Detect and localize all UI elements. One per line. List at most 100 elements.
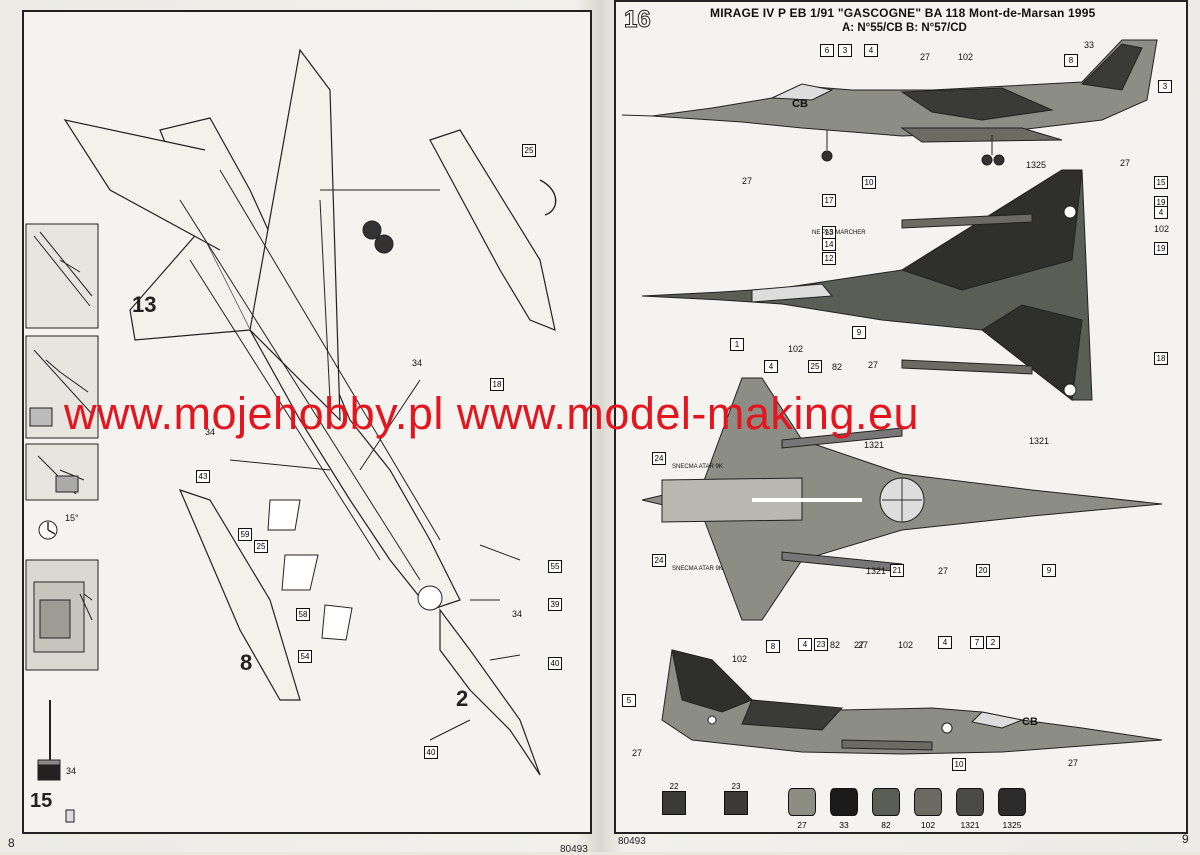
- side-bottom-callout-102b: 102: [898, 640, 914, 650]
- plan-top-callout-27: 27: [868, 360, 879, 370]
- left-page-drawing: [25, 48, 557, 823]
- right-page-number: 9: [1182, 832, 1189, 846]
- decal-icon-23: 23: [724, 782, 748, 815]
- step-number-16: 16: [624, 6, 652, 34]
- paint-can-swatch: [914, 788, 942, 816]
- side-top-callout-4: 4: [864, 44, 878, 57]
- decal-icon-22: 22: [662, 782, 686, 815]
- paint-pot-33: 33: [830, 788, 858, 830]
- paint-code-label: 33: [839, 820, 849, 830]
- plan-top-callout-12: 12: [822, 252, 836, 265]
- decal-23-swatch: [724, 791, 748, 815]
- plan-top-callout-1325: 1325: [1026, 160, 1047, 170]
- side-top-callout-8: 8: [1064, 54, 1078, 67]
- callout-54: 54: [298, 650, 312, 663]
- left-page-number: 8: [8, 836, 15, 850]
- callout-40-a: 40: [548, 657, 562, 670]
- paint-can-swatch: [998, 788, 1026, 816]
- plan-top-callout-19b: 19: [1154, 242, 1168, 255]
- plan-bottom-callout-25: 25: [808, 360, 822, 373]
- paint-code-label: 1325: [1002, 820, 1022, 830]
- plan-top-callout-102: 102: [1154, 224, 1170, 234]
- paint-pot-1325: 1325: [998, 788, 1026, 830]
- plan-bottom-callout-27b: 27: [858, 640, 869, 650]
- side-bottom-callout-27b: 27: [632, 748, 643, 758]
- side-bottom-callout-7: 7: [970, 636, 984, 649]
- plan-bottom-callout-82b: 82: [830, 640, 841, 650]
- paint-code-label: 27: [797, 820, 807, 830]
- plan-top-callout-4: 4: [1154, 206, 1168, 219]
- side-top-callout-3: 3: [838, 44, 852, 57]
- watermark-text: www.mojehobby.pl www.model-making.eu: [64, 388, 920, 439]
- plan-top-callout-102b: 102: [788, 344, 804, 354]
- side-top-callout-27: 27: [920, 52, 931, 62]
- step-number-15: 15: [30, 790, 53, 812]
- plan-top-callout-1321: 1321: [1029, 436, 1050, 446]
- callout-58: 58: [296, 608, 310, 621]
- callout-34-b: 34: [205, 427, 216, 437]
- paint-pot-1321: 1321: [956, 788, 984, 830]
- callout-18: 18: [490, 378, 504, 391]
- side-top-callout-102: 102: [958, 52, 974, 62]
- profile-subtitle: A: N°55/CB B: N°57/CD: [842, 22, 967, 34]
- callout-43: 43: [196, 470, 210, 483]
- side-top-callout-27b: 27: [742, 176, 753, 186]
- side-bottom-callout-4: 4: [938, 636, 952, 649]
- callout-34-c: 34: [512, 609, 523, 619]
- decal-22-label: 22: [669, 782, 679, 791]
- code-letters-bottom: CB: [1022, 716, 1038, 728]
- side-bottom-callout-2: 2: [986, 636, 1000, 649]
- paint-code-label: 1321: [960, 820, 980, 830]
- plan-bottom-callout-24: 24: [652, 452, 666, 465]
- plan-bottom-callout-23: 23: [814, 638, 828, 651]
- plan-top-callout-15: 15: [1154, 176, 1168, 189]
- paint-can-swatch: [830, 788, 858, 816]
- plan-top-callout-17: 17: [822, 194, 836, 207]
- callout-55: 55: [548, 560, 562, 573]
- side-bottom-callout-27c: 27: [1068, 758, 1079, 768]
- paint-code-label: 82: [881, 820, 891, 830]
- callout-25-a: 25: [254, 540, 268, 553]
- callout-59: 59: [238, 528, 252, 541]
- part-number-2: 2: [456, 686, 469, 711]
- side-bottom-callout-102: 102: [732, 654, 748, 664]
- profile-title: MIRAGE IV P EB 1/91 "GASCOGNE" BA 118 Mo…: [710, 6, 1096, 20]
- paint-can-swatch: [956, 788, 984, 816]
- side-bottom-callout-8: 8: [766, 640, 780, 653]
- side-bottom-callout-10: 10: [952, 758, 966, 771]
- callout-34-a: 34: [412, 358, 423, 368]
- paint-pot-82: 82: [872, 788, 900, 830]
- stencil-ne-pas-marcher: NE PAS MARCHER: [812, 230, 866, 236]
- plan-bottom-callout-4b: 4: [798, 638, 812, 651]
- side-top-callout-10: 10: [862, 176, 876, 189]
- paint-can-swatch: [788, 788, 816, 816]
- left-page: 15 15° 34 34 18 43 34 25 59 58 54 55 34 …: [0, 0, 602, 855]
- paint-code-label: 102: [920, 820, 936, 830]
- side-bottom-callout-5: 5: [622, 694, 636, 707]
- plan-bottom-callout-9: 9: [1042, 564, 1056, 577]
- side-top-callout-27c: 27: [1120, 158, 1131, 168]
- plan-top-callout-18: 18: [1154, 352, 1168, 365]
- plan-bottom-callout-82: 82: [832, 362, 843, 372]
- plan-bottom-callout-20: 20: [976, 564, 990, 577]
- stencil-atar-b: SNECMA ATAR 9K: [672, 566, 723, 572]
- plan-bottom-callout-1321b: 1321: [866, 566, 887, 576]
- part-number-8: 8: [240, 650, 253, 675]
- right-footer-code: 80493: [618, 836, 646, 847]
- plan-top-callout-1: 1: [730, 338, 744, 351]
- code-letters-top: CB: [792, 98, 808, 110]
- plan-bottom-callout-1321: 1321: [864, 440, 885, 450]
- callout-40-b: 40: [424, 746, 438, 759]
- stencil-atar-a: SNECMA ATAR 9K: [672, 464, 723, 470]
- side-bottom-callout-27: 27: [854, 640, 865, 650]
- plan-top-callout-9: 9: [852, 326, 866, 339]
- callout-39: 39: [548, 598, 562, 611]
- paint-code-label: 34: [66, 766, 77, 776]
- right-page-profiles: [621, 39, 1163, 755]
- decal-22-swatch: [662, 791, 686, 815]
- plan-bottom-callout-4: 4: [764, 360, 778, 373]
- left-footer-code: 80493: [560, 844, 588, 855]
- part-number-13: 13: [132, 292, 157, 317]
- side-top-callout-6: 6: [820, 44, 834, 57]
- paint-pot-27: 27: [788, 788, 816, 830]
